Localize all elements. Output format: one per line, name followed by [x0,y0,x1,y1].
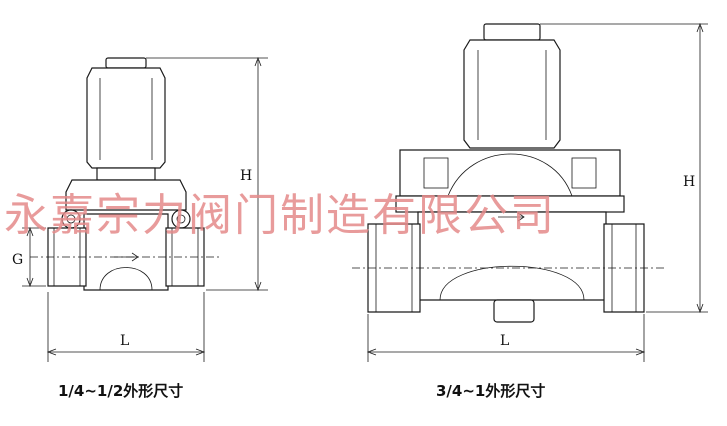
left-length-label: L [120,333,129,349]
right-height-label: H [683,174,695,190]
large-valve-drawing [352,22,708,362]
left-port-label: G [12,252,23,268]
small-valve-drawing [22,56,268,362]
left-caption: 1/4~1/2外形尺寸 [58,382,183,400]
right-caption: 3/4~1外形尺寸 [436,382,545,400]
company-watermark: 永嘉宗力阀门制造有限公司 [4,190,556,241]
left-height-label: H [240,168,252,184]
right-length-label: L [500,333,509,349]
